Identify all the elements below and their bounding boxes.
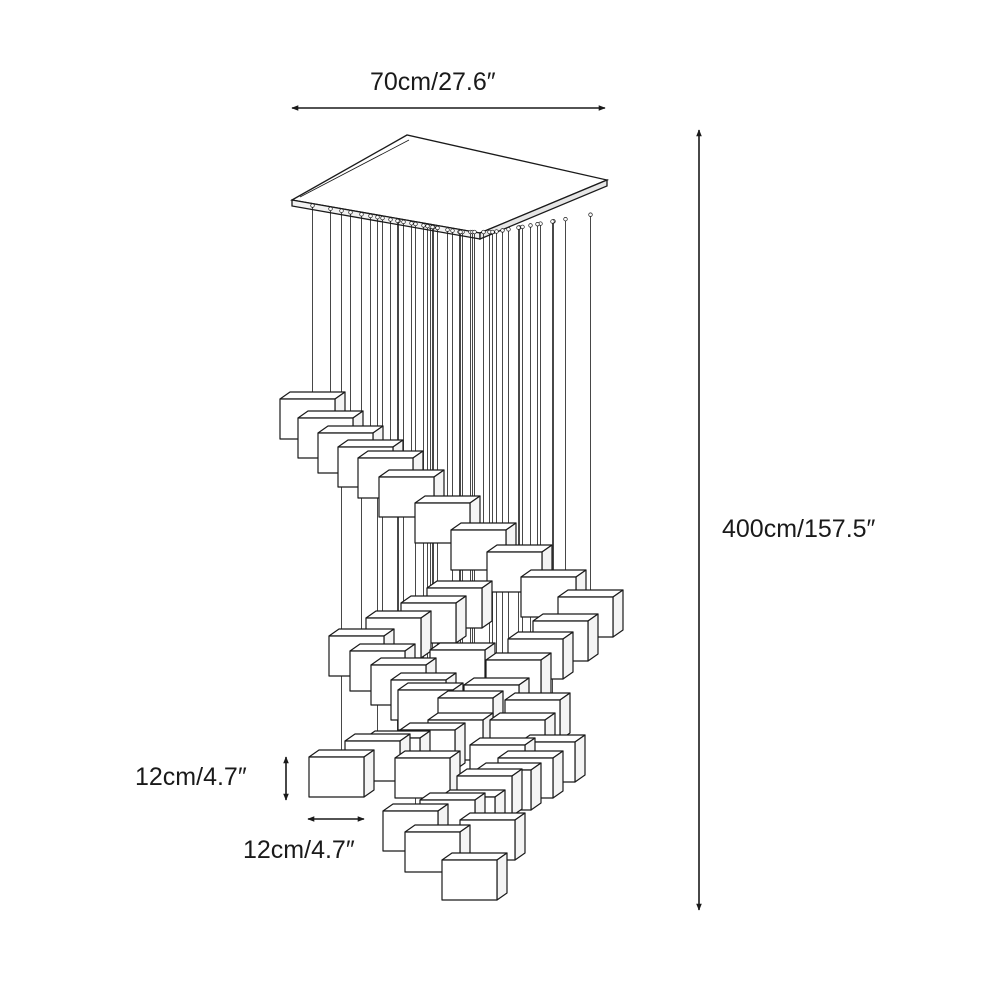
cable-point xyxy=(563,217,568,222)
pendant-cubes xyxy=(279,391,624,901)
cable-point xyxy=(375,215,380,220)
ceiling-canopy xyxy=(290,134,610,240)
cable-point xyxy=(413,221,418,227)
cable-point xyxy=(425,223,430,229)
cable-point xyxy=(458,229,463,235)
canopy-width-label: 70cm/27.6″ xyxy=(370,68,496,96)
cable-point xyxy=(328,206,333,211)
cube-width-label: 12cm/4.7″ xyxy=(243,836,355,864)
cable-point xyxy=(359,212,364,217)
cable-point xyxy=(395,218,400,223)
pendant-cube xyxy=(308,749,375,798)
cable-point xyxy=(500,228,505,233)
cable-point xyxy=(535,222,540,227)
overall-height-label: 400cm/157.5″ xyxy=(722,515,876,543)
cable-point xyxy=(310,203,315,208)
cube-height-label: 12cm/4.7″ xyxy=(135,763,247,791)
cable-point xyxy=(409,221,414,226)
canopy-cable-points xyxy=(310,203,593,235)
cable-point xyxy=(339,208,344,213)
cable-point xyxy=(494,229,499,234)
cable-point xyxy=(445,227,450,232)
cable-point xyxy=(430,224,435,230)
cable-point xyxy=(380,215,385,221)
cable-point xyxy=(520,224,525,230)
cable-point xyxy=(481,229,486,235)
cable-point xyxy=(368,213,373,219)
cable-point xyxy=(550,219,555,224)
cable-point xyxy=(348,210,353,215)
cable-point xyxy=(388,217,393,222)
cable-point xyxy=(528,223,533,228)
cable-point xyxy=(516,225,521,230)
cable-point xyxy=(490,229,495,235)
cable-point xyxy=(588,212,593,217)
pendant-cube xyxy=(441,852,508,901)
cable-point xyxy=(435,225,440,231)
cable-point xyxy=(472,229,477,235)
cable-point xyxy=(450,228,455,233)
cable-point xyxy=(401,219,406,224)
cable-point xyxy=(506,227,511,232)
cable-point xyxy=(421,223,426,228)
